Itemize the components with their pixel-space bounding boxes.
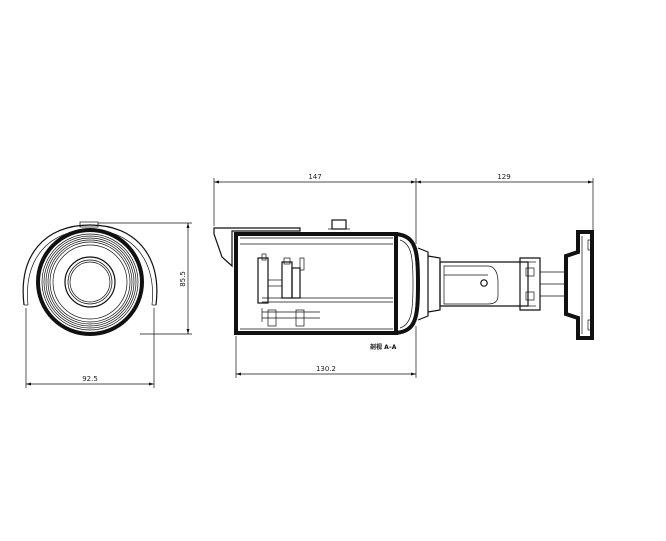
section-label: 剖视 A–A bbox=[370, 343, 397, 351]
dim-side-top-left: 147 bbox=[308, 173, 321, 181]
side-section-view: 剖视 A–A 147 129 130.2 bbox=[213, 173, 594, 378]
dim-side-top-right: 129 bbox=[497, 173, 510, 181]
dim-front-height: 85.5 bbox=[179, 271, 187, 287]
dim-front-width: 92.5 bbox=[82, 375, 98, 383]
front-view: 92.5 85.5 bbox=[22, 221, 192, 388]
dim-side-bottom: 130.2 bbox=[316, 365, 336, 373]
